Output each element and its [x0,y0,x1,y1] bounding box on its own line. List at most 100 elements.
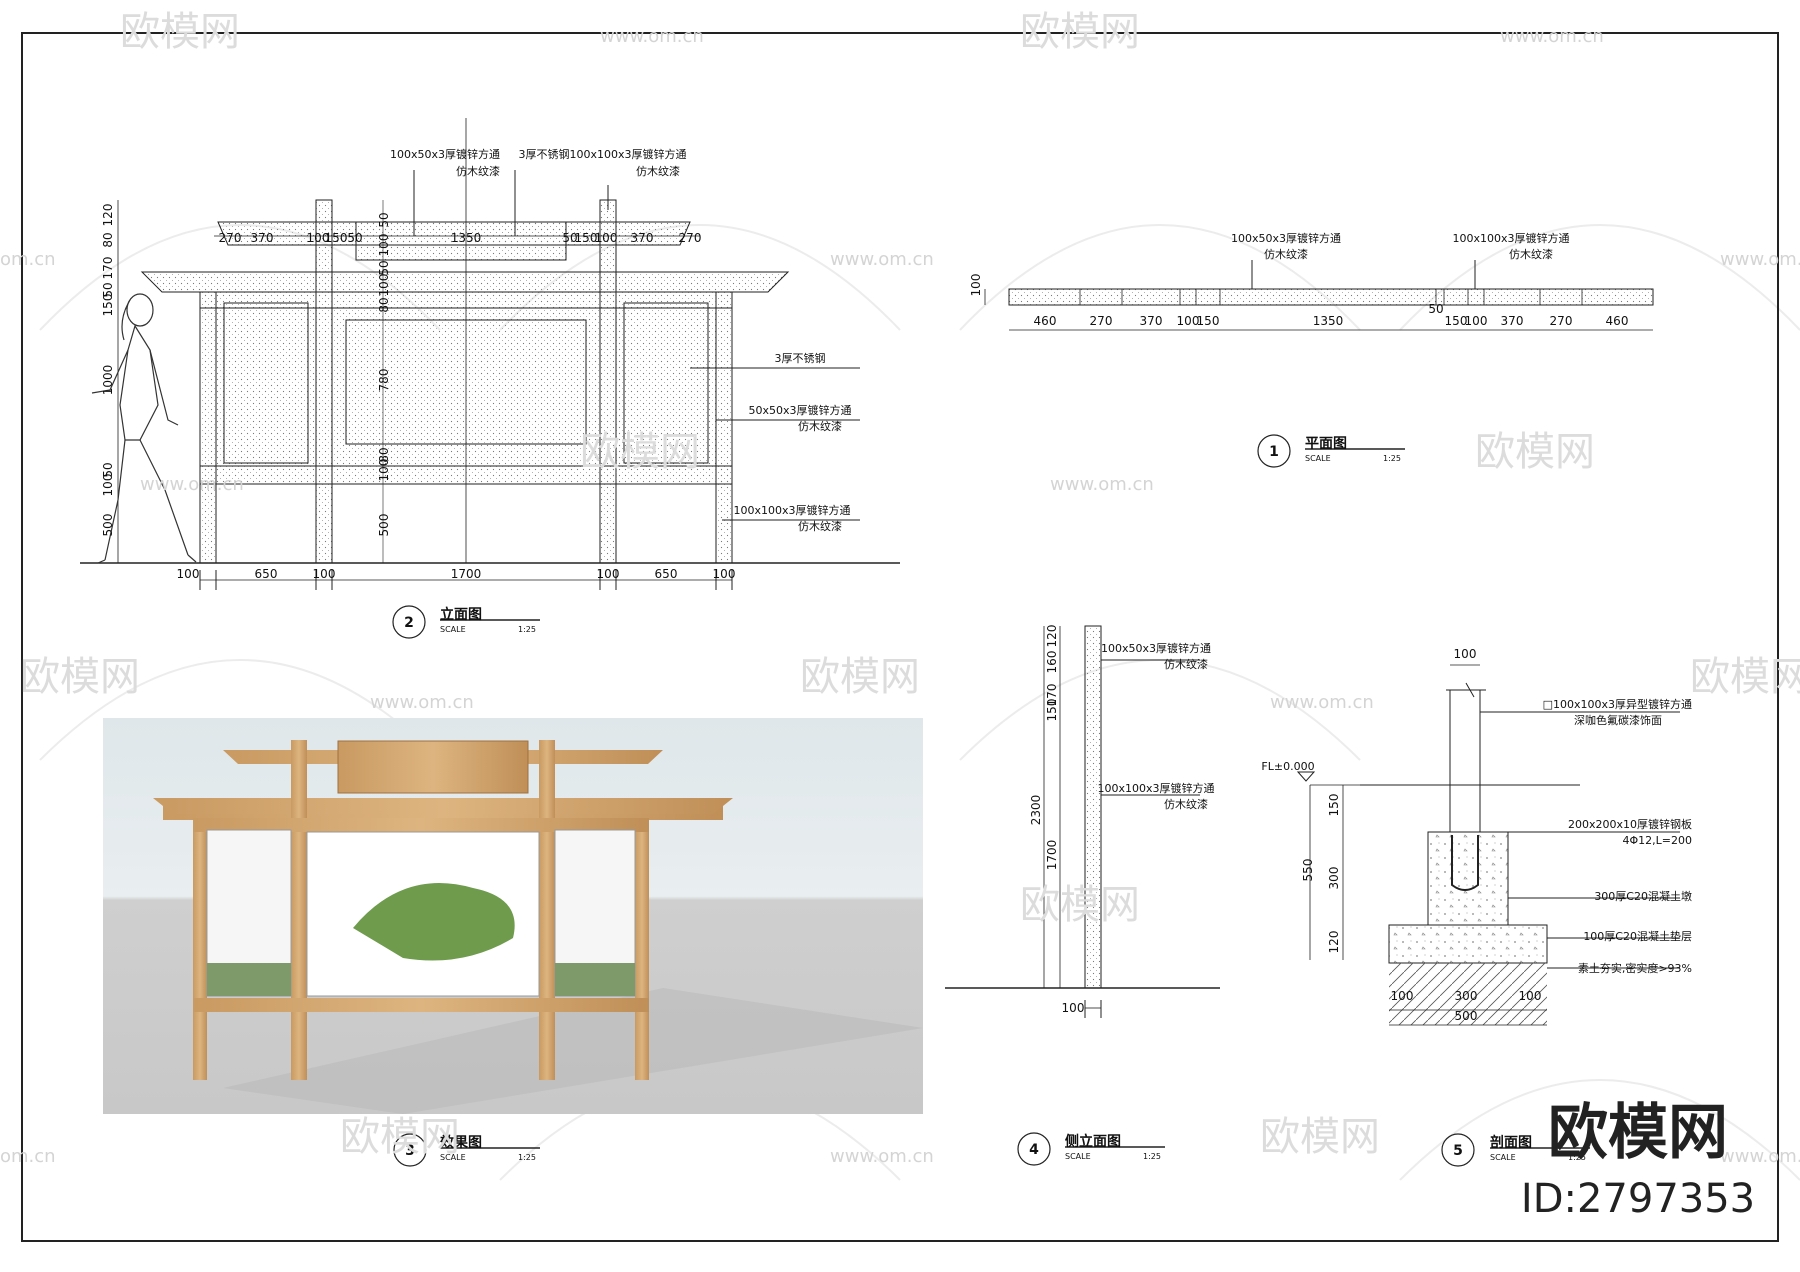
watermark-url: www.om.cn [600,26,704,47]
elevation-top-dim: 150 [325,231,348,245]
view-number-render: 3 [405,1143,415,1159]
title-underlines [440,448,1590,1149]
elevation-mid-dim: 100 [377,274,391,297]
elevation-left-dim: 50 [101,282,115,297]
watermark-url: www.om.cn [1270,692,1374,713]
watermark-brand: 欧模网 [1475,429,1595,475]
elevation-top-label: 仿木纹漆 [636,164,680,178]
view-title-side: 侧立面图 [1065,1133,1121,1150]
view-scale-render: 1:25 [518,1153,536,1162]
elevation-top-dim: 270 [679,231,702,245]
side-dim: 170 [1045,684,1059,707]
elevation-right-label: 3厚不锈钢 [775,352,826,365]
side-label: 100x100x3厚镀锌方通 [1097,781,1214,795]
watermark-url: www.om.cn [830,1146,934,1167]
view-scale-label-section: SCALE [1490,1153,1516,1162]
watermark-brand: 欧模网 [120,9,240,55]
section-label: 素土夯实,密实度>93% [1578,961,1692,975]
side-elevation-drawing [945,625,1220,1018]
elevation-left-dim: 80 [101,232,115,247]
section-label: □100x100x3厚异型镀锌方通 [1543,697,1692,711]
render-illustration [153,740,923,1114]
elevation-bottom-dim: 650 [255,567,278,581]
watermark-url: www.om.cn [1050,474,1154,495]
watermark-url: www.om.cn [1720,249,1800,270]
elevation-top-label: 100x50x3厚镀锌方通 [390,147,500,161]
section-bottom-dim: 100 [1519,989,1542,1003]
view-scale-elevation: 1:25 [518,625,536,634]
watermark-brand: 欧模网 [800,654,920,700]
plan-bottom-dim: 460 [1034,314,1057,328]
watermark-brand: 欧模网 [1020,9,1140,55]
section-fl-label: FL±0.000 [1261,760,1314,773]
side-dim: 1700 [1045,840,1059,871]
section-label: 200x200x10厚镀锌钢板 [1568,817,1692,831]
elevation-right-label: 仿木纹漆 [798,519,842,533]
side-label: 仿木纹漆 [1164,797,1208,811]
elevation-top-dim: 150 [575,231,598,245]
side-label: 仿木纹漆 [1164,657,1208,671]
elevation-left-dim: 500 [101,514,115,537]
watermark-url: www.om.cn [830,249,934,270]
elevation-mid-dim: 100 [377,234,391,257]
human-scale-figure [91,293,197,564]
plan-bottom-dim: 50 [1428,302,1443,316]
elevation-top-dim: 100 [307,231,330,245]
plan-bottom-dim: 150 [1197,314,1220,328]
elevation-top-dim: 50 [562,231,577,245]
view-number-elevation: 2 [404,615,414,631]
view-scale-label-side: SCALE [1065,1152,1091,1161]
plan-bottom-dim: 270 [1090,314,1113,328]
watermark-url-short: om.cn [0,1146,56,1167]
plan-label: 仿木纹漆 [1264,247,1308,261]
section-label: 4Φ12,L=200 [1623,834,1693,847]
side-dim: 120 [1045,625,1059,648]
elevation-left-dim: 120 [101,204,115,227]
elevation-top-dim: 50 [347,231,362,245]
elevation-mid-dim: 80 [377,447,391,462]
watermark-url: www.om.cn [140,474,244,495]
watermark-brand: 欧模网 [1260,1114,1380,1160]
elevation-right-label: 仿木纹漆 [798,419,842,433]
plan-label: 100x100x3厚镀锌方通 [1452,231,1569,245]
section-top-dim: 100 [1454,647,1477,661]
watermark-url: www.om.cn [1720,1146,1800,1167]
plan-bottom-dim: 370 [1501,314,1524,328]
section-bottom-dim: 500 [1455,1009,1478,1023]
section-label: 100厚C20混凝土垫层 [1583,929,1692,943]
elevation-left-dim: 1000 [101,365,115,396]
elevation-top-dim: 1350 [451,231,482,245]
elevation-top-label: 3厚不锈钢 [519,148,570,161]
brand-name: 欧模网 [1548,1098,1728,1168]
elevation-bottom-dim: 100 [713,567,736,581]
watermark-brand: 欧模网 [1020,882,1140,928]
elevation-bottom-dim: 650 [655,567,678,581]
watermark-url-short: om.cn [0,249,56,270]
elevation-left-dim: 50 [101,462,115,477]
watermark-brand: 欧模网 [340,1114,460,1160]
section-left-dim: 300 [1327,867,1341,890]
elevation-bottom-dim: 1700 [451,567,482,581]
view-scale-label-render: SCALE [440,1153,466,1162]
elevation-top-label: 仿木纹漆 [456,164,500,178]
view-title-render: 效果图 [440,1134,482,1151]
elevation-top-dim: 370 [251,231,274,245]
view-scale-label-plan: SCALE [1305,454,1331,463]
elevation-drawing [80,118,900,590]
watermark-brand: 欧模网 [20,654,140,700]
side-dim: 160 [1045,651,1059,674]
view-scale-section: 1:25 [1568,1153,1586,1162]
view-scale-label-elevation: SCALE [440,625,466,634]
plan-label: 100x50x3厚镀锌方通 [1231,231,1341,245]
section-left-dim: 150 [1327,794,1341,817]
title-circles [392,434,1475,1167]
section-label: 深咖色氟碳漆饰面 [1574,713,1662,727]
elevation-mid-dim: 100 [377,459,391,482]
section-left-dim: 550 [1301,859,1315,882]
view-number-plan: 1 [1269,444,1279,460]
elevation-mid-dim: 50 [377,260,391,275]
elevation-mid-dim: 50 [377,212,391,227]
plan-bottom-dim: 370 [1140,314,1163,328]
